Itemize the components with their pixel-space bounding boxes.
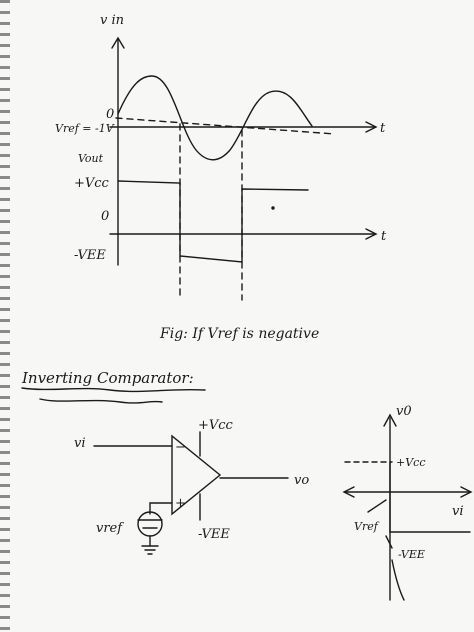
vref-pointer — [367, 499, 387, 513]
sine-wave — [117, 75, 313, 161]
transfer-curve — [389, 461, 471, 533]
vref-dashed-line — [115, 117, 336, 135]
vi-axis-arrow — [460, 486, 473, 498]
vin-axis-arrow — [111, 36, 125, 49]
vo-axis-arrow — [383, 413, 397, 427]
dot-mark — [271, 206, 275, 210]
heading-squiggle — [39, 398, 163, 404]
vcc-supply-label: +Vcc — [198, 418, 234, 433]
vout-axis-label: Vout — [78, 152, 104, 165]
t-label-input: t — [380, 121, 386, 136]
vo-axis-label: v0 — [396, 404, 412, 419]
vee-supply-label: -VEE — [198, 527, 230, 542]
vi-axis-label: vi — [452, 504, 464, 519]
opamp-triangle — [171, 434, 222, 516]
inverting-terminal: − — [175, 440, 186, 455]
transfer-vcc-label: +Vcc — [396, 456, 425, 469]
t-axis-output-arrow — [365, 228, 378, 240]
vin-axis-label: v in — [100, 13, 124, 28]
vo-output-label: vo — [294, 473, 309, 488]
transfer-vref-label: Vref — [354, 520, 380, 533]
vref-source — [137, 511, 163, 537]
origin-label: 0 — [106, 107, 114, 122]
noninverting-terminal: + — [175, 496, 186, 511]
figure-caption: Fig: If Vref is negative — [159, 326, 319, 342]
vref-label: Vref = -1V — [55, 122, 115, 135]
spiral-binding — [0, 0, 10, 632]
square-wave — [117, 180, 309, 263]
vee-level-label: -VEE — [74, 248, 106, 263]
sketch-ghost — [391, 559, 405, 601]
vee-pointer — [385, 535, 393, 549]
vi-axis-arrow-left — [342, 486, 355, 498]
t-label-output: t — [381, 229, 387, 244]
zero-level-label: 0 — [101, 209, 109, 224]
transfer-vee-label: -VEE — [398, 548, 425, 561]
section-heading: Inverting Comparator: — [21, 369, 194, 387]
vcc-level-label: +Vcc — [74, 176, 110, 191]
vi-input-label: vi — [74, 436, 86, 451]
vref-wire — [149, 502, 173, 515]
heading-underline — [21, 387, 206, 393]
vref-source-label: vref — [96, 521, 124, 536]
t-axis-input-arrow — [365, 121, 378, 133]
